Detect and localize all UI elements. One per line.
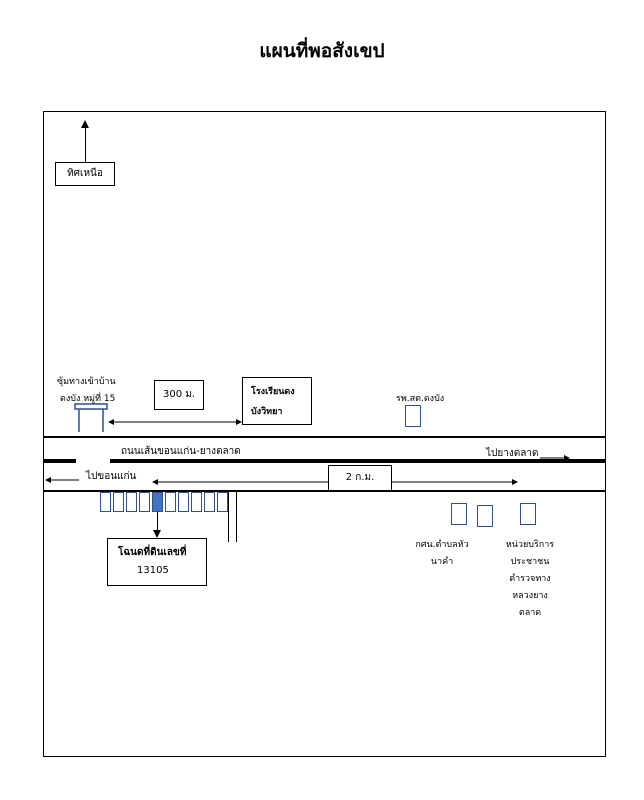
plot <box>204 492 215 512</box>
to-yangtalad-arrow-icon <box>540 448 570 461</box>
deed-box: โฉนดที่ดินเลขที่ 13105 <box>107 538 207 586</box>
distance-2km-label: 2 ก.ม. <box>328 465 392 491</box>
school-box: โรงเรียนดง บังวิทยา <box>242 377 312 425</box>
plot <box>217 492 228 512</box>
side-lane-line-right <box>236 490 237 542</box>
deed-label-line2: 13105 <box>137 565 169 576</box>
plot <box>139 492 150 512</box>
office-building <box>477 505 493 527</box>
office-building <box>451 503 467 525</box>
plot-13105 <box>152 492 163 512</box>
plot <box>165 492 176 512</box>
police-label-line5: ตลาด <box>518 608 542 618</box>
road-centerline-right <box>110 459 606 463</box>
junction-label-line1: ซุ้มทางเข้าบ้าน <box>57 377 116 387</box>
plot <box>113 492 124 512</box>
to-khonkaen-arrow-icon <box>45 470 79 483</box>
police-label-line4: หลวงยาง <box>512 591 548 601</box>
junction-label-line2: ดงบัง หมู่ที่ 15 <box>60 394 116 404</box>
side-lane-line-left <box>228 490 229 542</box>
to-khonkaen-label: ไปขอนแก่น <box>86 471 137 482</box>
school-label-line1: โรงเรียนดง <box>251 387 295 397</box>
distance-300-label: 300 ม. <box>154 380 204 410</box>
deed-pointer-arrow-icon <box>153 530 161 538</box>
police-label-line2: ประชาชน <box>510 557 550 567</box>
road-centerline-left <box>43 459 76 463</box>
police-label-line3: ตำรวจทาง <box>509 574 551 584</box>
deed-label-line1: โฉนดที่ดินเลขที่ <box>118 547 187 558</box>
to-yangtalad-label: ไปยางตลาด <box>486 448 539 459</box>
deed-pointer-shaft <box>157 512 158 532</box>
road-bottom-edge <box>43 490 606 492</box>
plot <box>191 492 202 512</box>
plot <box>100 492 111 512</box>
school-label-line2: บังวิทยา <box>251 407 283 417</box>
police-label-line1: หน่วยบริการ <box>505 540 555 550</box>
hospital-building <box>405 405 421 427</box>
map-frame <box>43 111 606 757</box>
north-arrow-shaft <box>85 126 86 162</box>
junction-arch-icon <box>74 403 108 433</box>
road-name-label: ถนนเส้นขอนแก่น-ยางตลาด <box>121 446 241 457</box>
road-top-edge <box>43 436 606 438</box>
north-arrow-icon <box>81 120 89 128</box>
map-title: แผนที่พอสังเขป <box>259 40 385 62</box>
distance-300-arrow <box>108 412 242 425</box>
plot <box>126 492 137 512</box>
north-label: ทิศเหนือ <box>55 162 115 186</box>
plot <box>178 492 189 512</box>
office-label-line1: กศน.ตำบลหัว <box>415 540 469 550</box>
hospital-label: รพ.สต.ดงบัง <box>396 394 445 404</box>
office-label-line2: นาคำ <box>430 557 454 567</box>
police-building <box>520 503 536 525</box>
